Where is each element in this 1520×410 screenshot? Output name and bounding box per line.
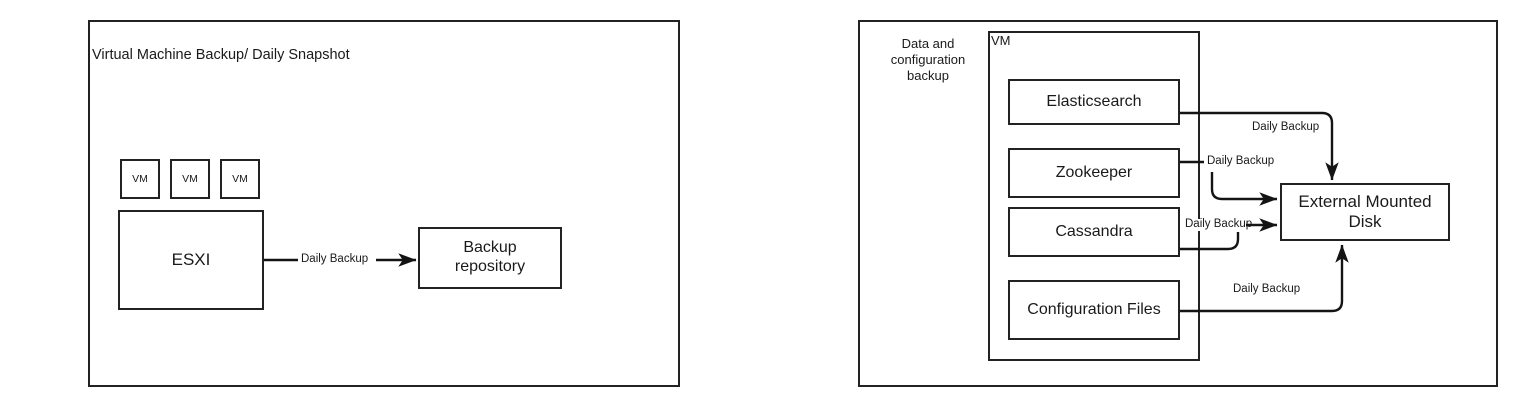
configuration-files-node: Configuration Files <box>1008 280 1180 340</box>
vm-chip-2-label: VM <box>182 172 198 185</box>
edge-label-configuration-files-to-disk: Daily Backup <box>1232 283 1302 296</box>
elasticsearch-node: Elasticsearch <box>1008 79 1180 125</box>
edge-label-elasticsearch-to-disk: Daily Backup <box>1251 121 1321 134</box>
edge-label-cassandra-to-disk: Daily Backup <box>1184 218 1254 231</box>
vm-chip-3: VM <box>220 159 260 199</box>
vm-backup-panel-title: Virtual Machine Backup/ Daily Snapshot <box>92 47 350 63</box>
vm-backup-panel <box>88 20 680 387</box>
elasticsearch-node-label: Elasticsearch <box>1046 92 1142 110</box>
cassandra-node: Cassandra <box>1008 207 1180 257</box>
vm-chip-2: VM <box>170 159 210 199</box>
configuration-files-node-label: Configuration Files <box>1027 300 1161 318</box>
edge-label-esxi-to-backup-repository: Daily Backup <box>300 253 370 266</box>
cassandra-node-label: Cassandra <box>1055 222 1133 240</box>
vm-container-label: VM <box>991 33 1011 48</box>
edge-label-zookeeper-to-disk: Daily Backup <box>1206 155 1276 168</box>
esxi-node-label: ESXI <box>171 249 211 269</box>
vm-container-box <box>988 31 1200 361</box>
vm-chip-1: VM <box>120 159 160 199</box>
zookeeper-node: Zookeeper <box>1008 148 1180 198</box>
vm-chip-3-label: VM <box>232 172 248 185</box>
zookeeper-node-label: Zookeeper <box>1055 163 1133 181</box>
vm-chip-1-label: VM <box>132 172 148 185</box>
esxi-node: ESXI <box>118 210 264 310</box>
